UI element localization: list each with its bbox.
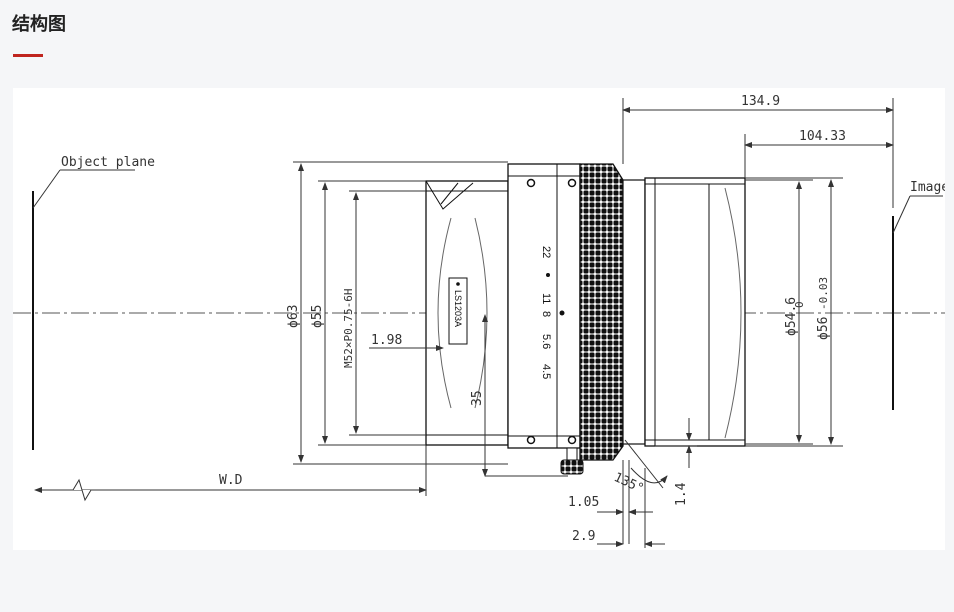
aperture-value-22: 22 [540, 246, 552, 258]
locking-screw [560, 459, 584, 475]
aperture-value-8: 8 [540, 311, 552, 317]
image-plane-leader [892, 195, 911, 234]
dim-phi54-6-label: ϕ54.6 [784, 297, 799, 336]
dim-1-05-label: 1.05 [568, 495, 599, 510]
title-underline [13, 54, 43, 57]
dim-thread-label: M52×P0.75-6H [342, 289, 355, 368]
section-title: 结构图 [12, 14, 66, 35]
aperture-value-5-6: 5.6 [540, 334, 552, 349]
dim-104-33-label: 104.33 [799, 129, 846, 144]
dim-2-9-label: 2.9 [572, 529, 595, 544]
dim-35-label: 35 [470, 390, 485, 406]
model-label: LS1203A [453, 290, 463, 327]
object-plane-leader [32, 169, 61, 209]
dim-phi56-label: ϕ56 [816, 317, 831, 340]
lens-structure-drawing: Object plane Image W.D LS1203A 22 11 8 5… [13, 88, 945, 550]
aperture-value-4-5: 4.5 [540, 364, 552, 379]
rear-barrel [622, 179, 646, 445]
rear-mount [644, 177, 746, 447]
aperture-ring [507, 163, 581, 449]
aperture-value-11: 11 [540, 293, 552, 304]
dim-angle-arc [630, 467, 668, 484]
drawing-svg: Object plane Image W.D LS1203A 22 11 8 5… [13, 94, 945, 548]
object-plane-label: Object plane [61, 155, 155, 170]
dim-phi55-label: ϕ55 [310, 305, 325, 328]
dim-1-98-label: 1.98 [371, 333, 402, 348]
dim-134-9-label: 134.9 [741, 94, 780, 109]
dim-phi56-tol-upper: 0 [793, 301, 806, 308]
dim-phi56-tol-lower: -0.03 [817, 277, 830, 310]
wd-label: W.D [219, 473, 243, 488]
focus-ring [579, 163, 624, 461]
dim-1-4-label: 1.4 [674, 482, 689, 506]
image-label: Image [910, 180, 945, 195]
dim-phi63-label: ϕ63 [286, 305, 301, 328]
model-label-box [448, 277, 468, 345]
